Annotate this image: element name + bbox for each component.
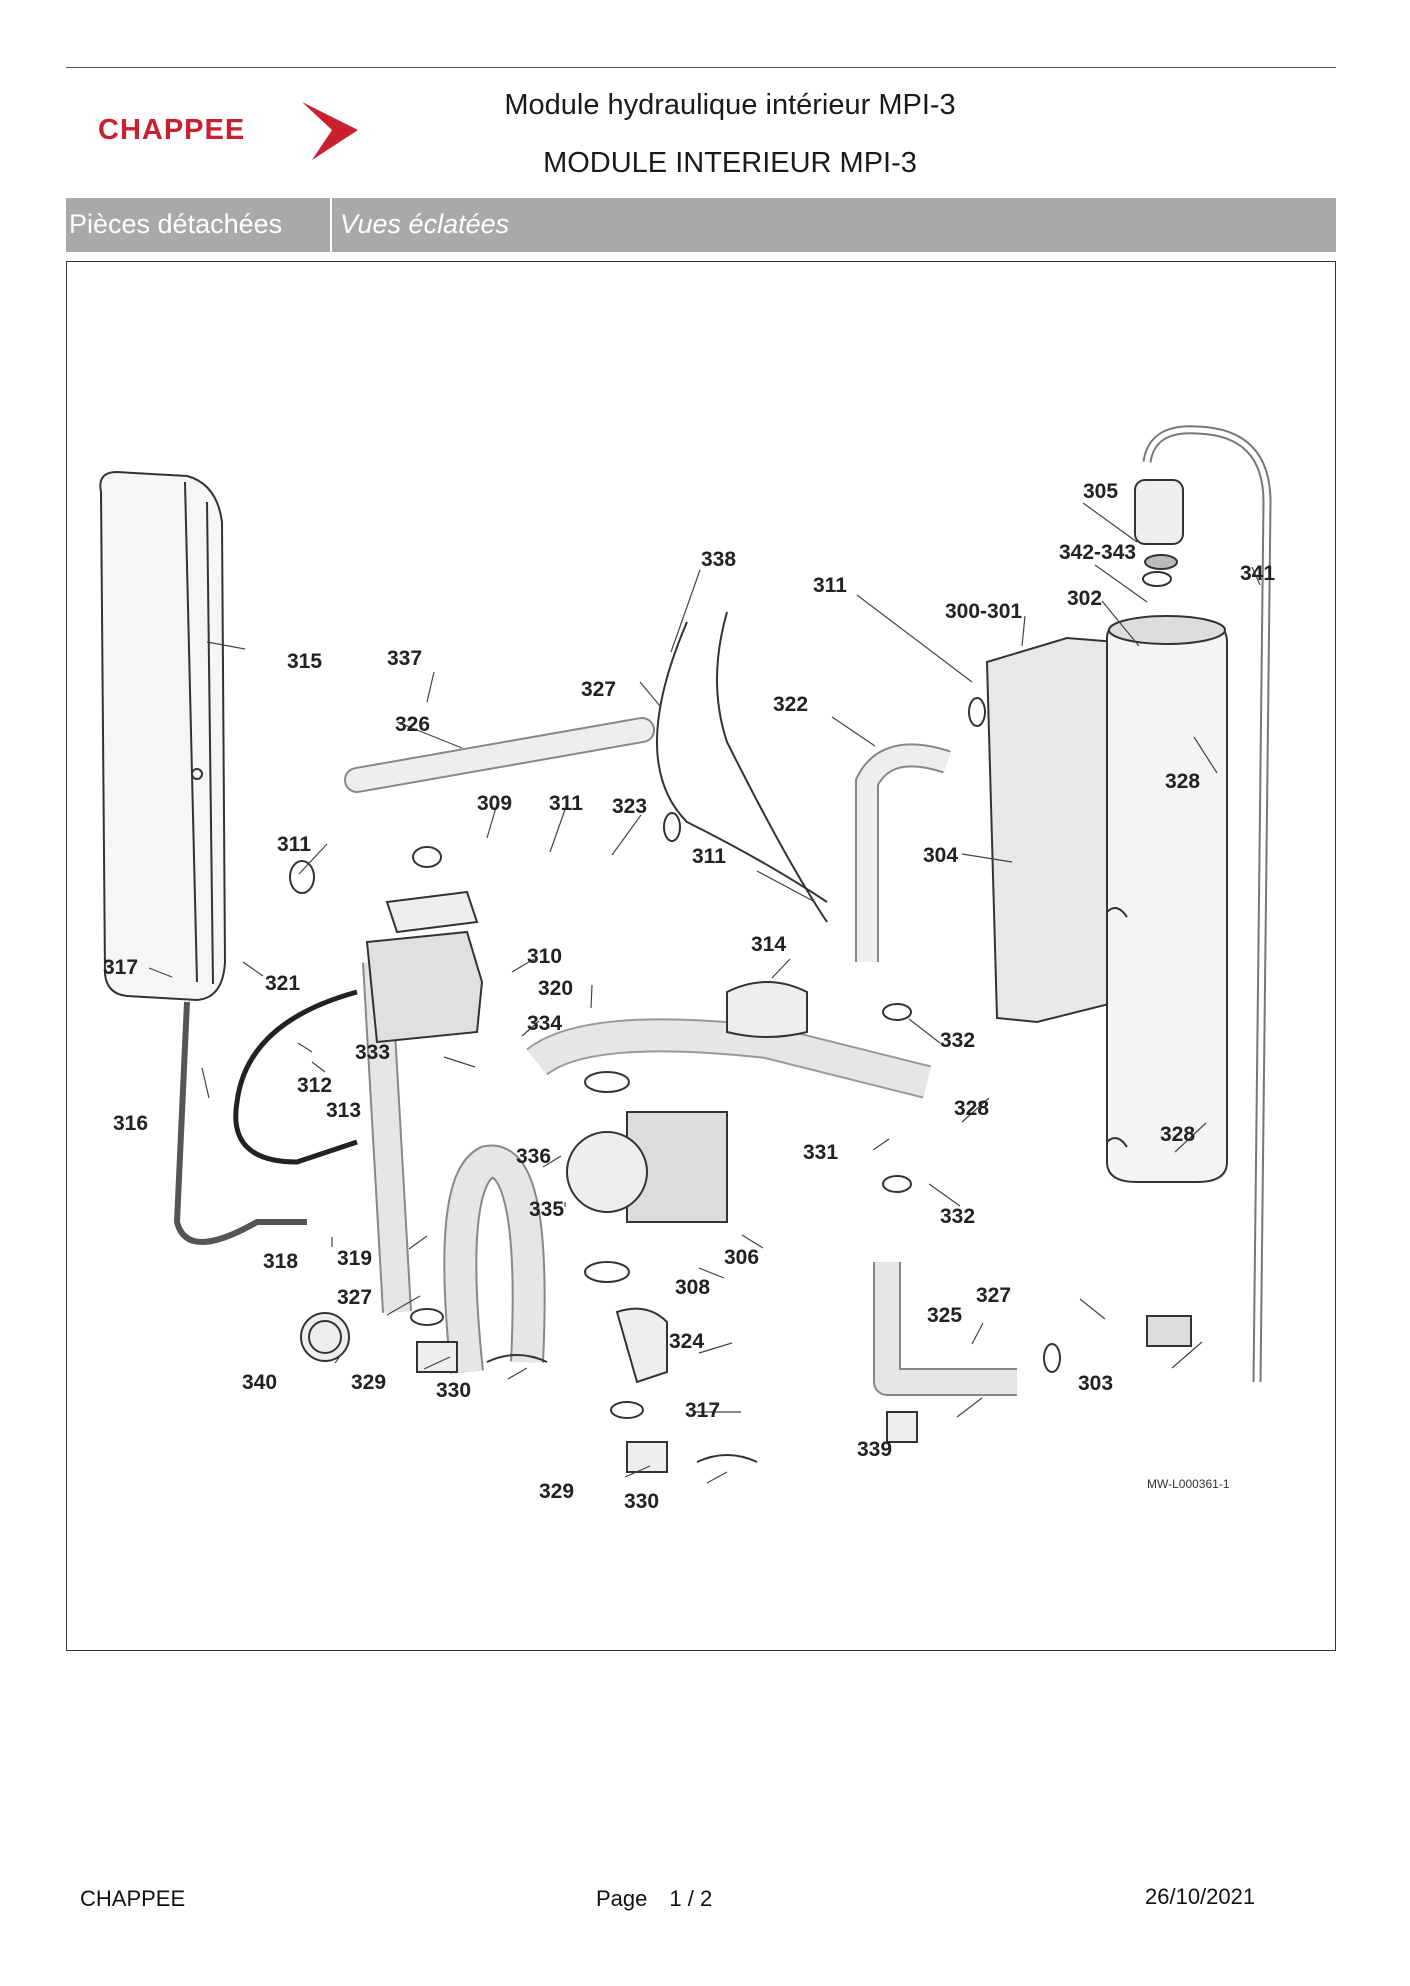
footer-date: 26/10/2021 [1145, 1884, 1256, 1909]
brand-logo: CHAPPEE [98, 100, 368, 166]
part-label: 338 [701, 548, 736, 571]
part-label: 313 [326, 1099, 361, 1122]
part-label: 327 [976, 1284, 1011, 1307]
part-label: 332 [940, 1205, 975, 1228]
part-label: 320 [538, 977, 573, 1000]
part-label: 342-343 [1059, 541, 1136, 564]
exploded-view-drawing: 305 341 342-343 338 311 300-301 302 315 … [99, 425, 1275, 1513]
tab-spare-parts: Pièces détachées [66, 198, 332, 252]
part-label: 327 [337, 1286, 372, 1309]
part-label: 303 [1078, 1372, 1113, 1395]
tab-exploded-views: Vues éclatées [340, 209, 510, 239]
part-label: 325 [927, 1304, 962, 1327]
part-label: 306 [724, 1246, 759, 1269]
part-label: 311 [277, 833, 311, 856]
part-label: 317 [685, 1399, 720, 1422]
part-label: 317 [103, 956, 138, 979]
part-label: 310 [527, 945, 562, 968]
document-title: Module hydraulique intérieur MPI-3 [504, 89, 956, 121]
part-label: 314 [751, 933, 786, 956]
part-label: 324 [669, 1330, 704, 1353]
part-label: 337 [387, 647, 422, 670]
part-label: 305 [1083, 480, 1118, 503]
part-label: 328 [954, 1097, 989, 1120]
part-label: 309 [477, 792, 512, 815]
part-label: 329 [351, 1371, 386, 1394]
part-label: 327 [581, 678, 616, 701]
part-label: 316 [113, 1112, 148, 1135]
page-number: 1 / 2 [669, 1886, 713, 1911]
diagram-reference-code: MW-L000361-1 [1147, 1477, 1230, 1491]
part-label: 331 [803, 1141, 838, 1164]
logo-swoosh-icon [302, 102, 358, 160]
part-label: 318 [263, 1250, 298, 1273]
part-label: 311 [813, 574, 847, 597]
part-label: 336 [516, 1145, 551, 1168]
section-bar: Pièces détachées Vues éclatées [66, 198, 1336, 252]
part-label: 330 [436, 1379, 471, 1402]
part-label: 340 [242, 1371, 277, 1394]
page-label: Page [596, 1886, 648, 1911]
part-label: 315 [287, 650, 322, 673]
part-label: 333 [355, 1041, 390, 1064]
part-label: 322 [773, 693, 808, 716]
part-label: 335 [529, 1198, 564, 1221]
part-label: 302 [1067, 587, 1102, 610]
part-label: 323 [612, 795, 647, 818]
part-label: 300-301 [945, 600, 1022, 623]
part-label: 329 [539, 1480, 574, 1503]
part-labels: 305 341 342-343 338 311 300-301 302 315 … [103, 480, 1275, 1513]
part-label: 319 [337, 1247, 372, 1270]
part-label: 328 [1165, 770, 1200, 793]
part-label: 332 [940, 1029, 975, 1052]
part-label: 308 [675, 1276, 710, 1299]
document-subtitle: MODULE INTERIEUR MPI-3 [543, 147, 917, 179]
exploded-view-diagram: 305 341 342-343 338 311 300-301 302 315 … [66, 261, 1336, 1651]
part-label: 312 [297, 1074, 332, 1097]
part-label: 341 [1240, 562, 1275, 585]
part-label: 330 [624, 1490, 659, 1513]
footer-brand: CHAPPEE [80, 1886, 186, 1911]
header-divider [66, 67, 1336, 68]
part-label: 311 [549, 792, 583, 815]
footer-pagination: Page 1 / 2 [596, 1886, 712, 1912]
part-label: 321 [265, 972, 300, 995]
part-label: 339 [857, 1438, 892, 1461]
part-label: 326 [395, 713, 430, 736]
part-label: 311 [692, 845, 726, 868]
brand-logo-text: CHAPPEE [98, 114, 246, 146]
part-label: 334 [527, 1012, 562, 1035]
part-label: 304 [923, 844, 958, 867]
part-label: 328 [1160, 1123, 1195, 1146]
